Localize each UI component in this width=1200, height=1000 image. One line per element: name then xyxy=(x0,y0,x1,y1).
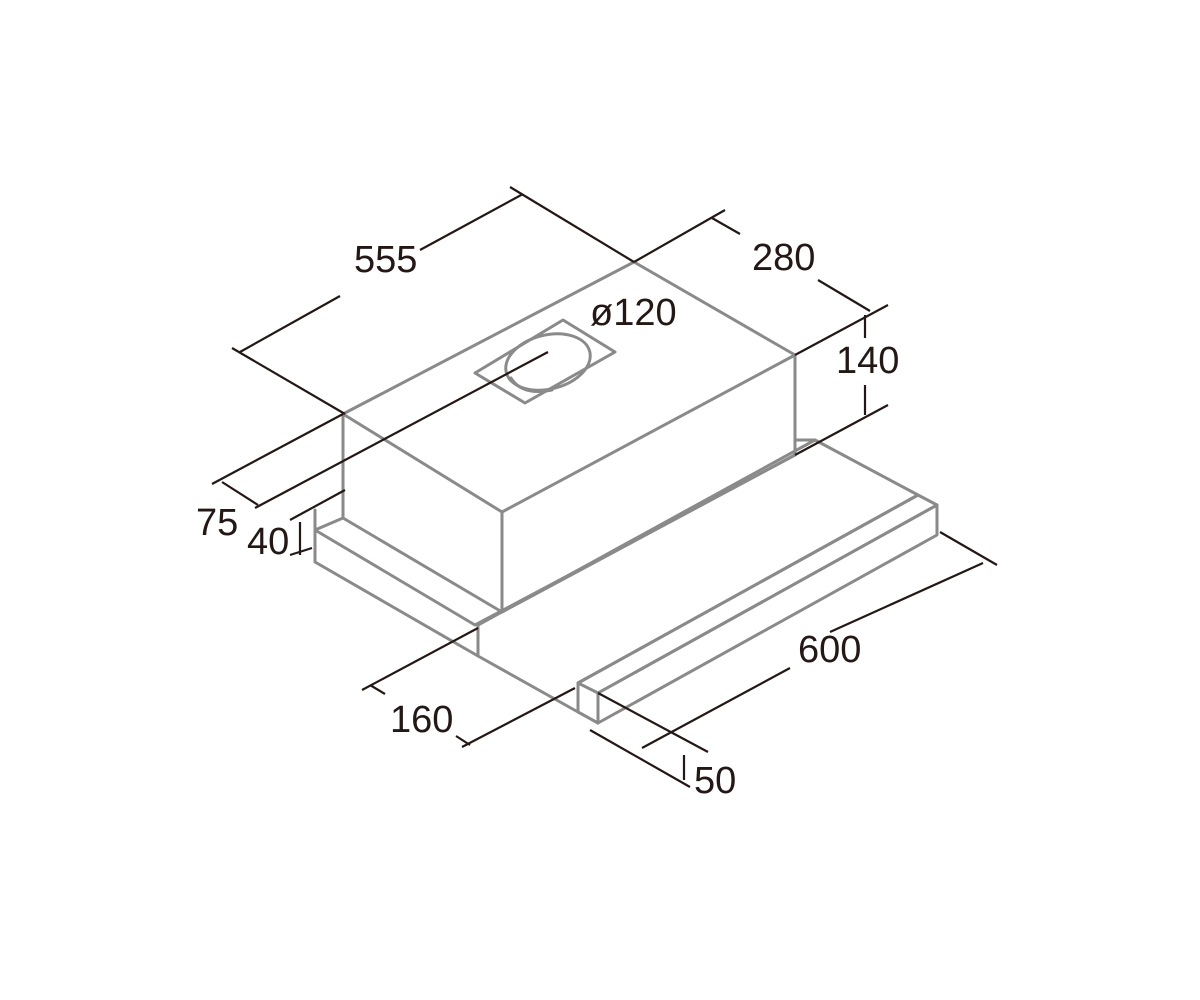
dim-40-ext-a xyxy=(289,489,346,521)
label-40: 40 xyxy=(247,521,289,563)
dim-555-line-b xyxy=(419,193,524,251)
drawer-side xyxy=(476,654,580,714)
hood-outline xyxy=(313,260,939,725)
dim-140-ext-a xyxy=(794,304,889,356)
motor-box-left xyxy=(341,412,504,614)
dim-160-ext-a xyxy=(361,627,479,691)
dim-75-leader-a xyxy=(254,351,549,509)
label-50: 50 xyxy=(694,760,736,802)
label-600: 600 xyxy=(798,629,861,671)
dim-75-tick xyxy=(221,481,259,506)
dim-555-ext-b xyxy=(509,186,635,263)
label-160: 160 xyxy=(390,699,453,741)
dimension-labels: 555 280 140 ø120 75 40 160 600 50 xyxy=(196,237,899,802)
base-plate-top xyxy=(313,438,797,627)
dim-280-ext xyxy=(633,209,726,263)
dim-160-ext-b xyxy=(461,687,576,748)
dim-160-line-a xyxy=(369,684,386,695)
motor-box-right xyxy=(500,353,797,614)
label-diameter-120: ø120 xyxy=(590,292,677,334)
dim-555-line-a xyxy=(239,295,341,353)
front-bar-top xyxy=(576,493,939,695)
motor-box-top xyxy=(341,260,797,514)
label-555: 555 xyxy=(354,239,417,281)
label-140: 140 xyxy=(836,340,899,382)
base-plate-front xyxy=(313,528,480,658)
label-75: 75 xyxy=(196,502,238,544)
dim-600-line-a xyxy=(829,561,984,634)
dim-160-line-b xyxy=(455,735,471,746)
label-280: 280 xyxy=(752,237,815,279)
dim-50-ext-a xyxy=(597,692,709,753)
dim-50-ext-b xyxy=(589,729,691,788)
dim-555-ext-a xyxy=(231,347,346,415)
front-bar-face xyxy=(596,503,939,725)
dimension-lines xyxy=(211,186,998,788)
front-bar-end xyxy=(576,681,600,725)
dim-600-line-b xyxy=(641,667,791,749)
dim-600-ext xyxy=(939,531,998,566)
duct-ring xyxy=(504,332,592,392)
dim-75-leader-b xyxy=(211,413,344,485)
dim-280-line-a xyxy=(711,217,741,235)
duct-inner xyxy=(509,376,554,393)
dim-140-ext-b xyxy=(794,404,889,456)
dim-280-line-b xyxy=(817,279,871,312)
